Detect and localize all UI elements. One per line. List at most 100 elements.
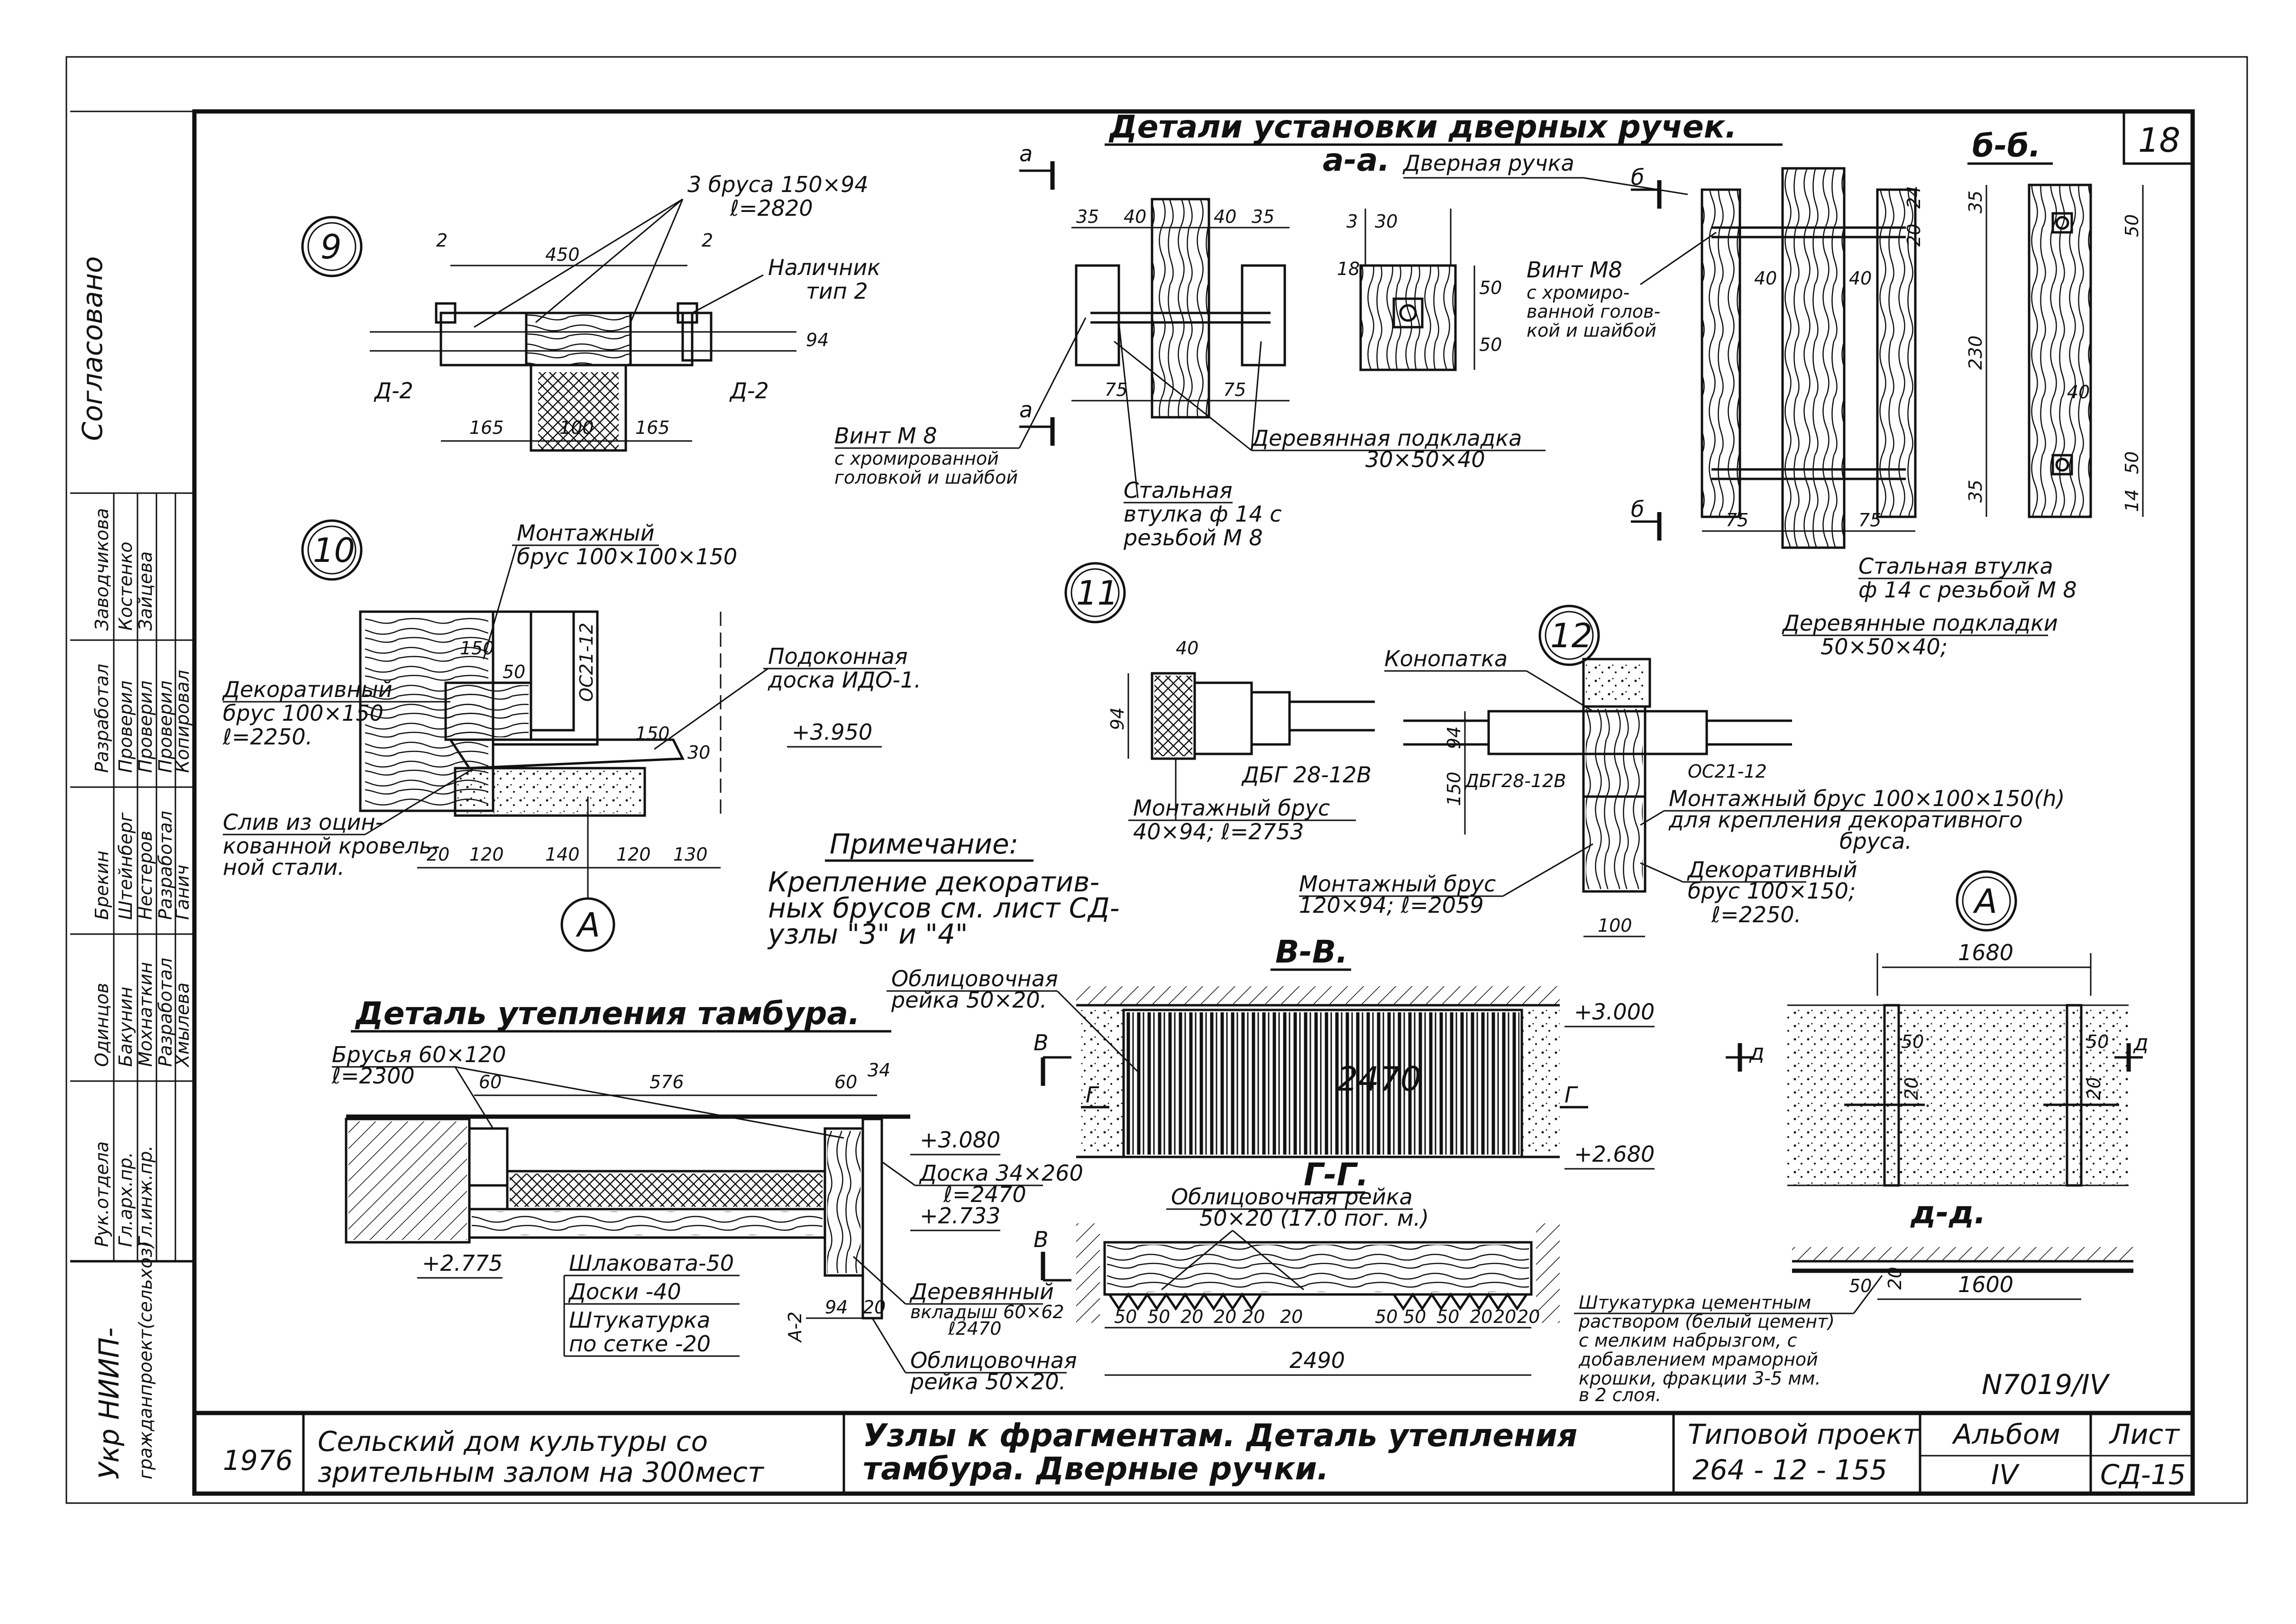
detail-10-deco-bar: Декоративный bbox=[222, 677, 393, 702]
section-bb-screw-note1: с хромиро- bbox=[1527, 282, 1629, 303]
side-row-4c: Копировал bbox=[172, 670, 193, 773]
detail-11-id: 11 bbox=[1076, 574, 1118, 613]
detail-11-dim-40: 40 bbox=[1176, 638, 1198, 659]
section-bb-title: б-б. bbox=[1972, 128, 2041, 164]
tambour-dim-94: 94 bbox=[825, 1297, 848, 1318]
section-bb-dim-75b: 75 bbox=[1858, 510, 1881, 531]
section-gg-dim-10: 20 bbox=[1493, 1306, 1516, 1327]
section-vv-level-1: +3.000 bbox=[1574, 999, 1655, 1025]
section-aa-pad: Деревянная подкладка bbox=[1251, 425, 1522, 451]
section-dd-title: д-д. bbox=[1910, 1194, 1986, 1231]
project-id: N7019/IV bbox=[1982, 1368, 2111, 1401]
note-title: Примечание: bbox=[830, 828, 1018, 860]
side-row-2a: Брекин bbox=[91, 851, 112, 920]
tambour-dim-60b: 60 bbox=[834, 1072, 857, 1092]
detail-10-drip1: Слив из оцин- bbox=[223, 809, 383, 835]
sheet-number-box: 18 bbox=[2122, 110, 2194, 165]
detail-a-width: 1680 bbox=[1958, 940, 2013, 965]
section-aa-handle: Дверная ручка bbox=[1402, 150, 1574, 176]
section-dd-width: 1600 bbox=[1958, 1272, 2013, 1297]
section-aa-dim-3: 3 bbox=[1346, 211, 1358, 232]
title-object-1: Сельский дом культуры со bbox=[318, 1425, 708, 1458]
section-bb-dim-40c: 40 bbox=[2067, 382, 2090, 403]
side-row-3b: Разработал bbox=[155, 811, 176, 920]
detail-10-dim-20: 20 bbox=[427, 844, 449, 865]
side-row-1c: Мохнаткин bbox=[135, 962, 156, 1067]
detail-10-id: 10 bbox=[313, 531, 355, 570]
section-gg-dim-9: 20 bbox=[1470, 1306, 1492, 1327]
note-line3: узлы "3" и "4" bbox=[767, 918, 968, 950]
title-sheet-num: СД-15 bbox=[2100, 1459, 2186, 1491]
side-row-1b: Бакунин bbox=[115, 987, 136, 1067]
section-bb-screw-note2: ванной голов- bbox=[1527, 301, 1660, 322]
side-row-2c: Нестеров bbox=[135, 831, 156, 920]
section-bb-dim-24: 24 bbox=[1903, 186, 1924, 209]
detail-9-id: 9 bbox=[320, 228, 342, 266]
detail-12-mount-bar: Монтажный брус 100×100×150(h) bbox=[1669, 786, 2065, 811]
section-aa: а а 35 40 40 35 75 75 а-а. Дверная ручка… bbox=[834, 141, 1688, 551]
section-gg-dim-6: 50 bbox=[1375, 1306, 1398, 1327]
tambour-dim-20: 20 bbox=[863, 1297, 886, 1318]
side-row-1a: Одинцов bbox=[91, 983, 112, 1067]
section-gg: Г-Г. Облицовочная рейка 50×20 (17.0 пог.… bbox=[1076, 1156, 1560, 1376]
detail-10-mount-bar-size: брус 100×100×150 bbox=[517, 544, 737, 569]
detail-a-dim-50b: 50 bbox=[2086, 1031, 2109, 1052]
title-desc-1: Узлы к фрагментам. Деталь утепления bbox=[863, 1417, 1577, 1454]
outer-frame bbox=[65, 56, 2248, 1504]
section-vv-gg-right: Г bbox=[1564, 1082, 1578, 1108]
section-aa-dim-35b: 35 bbox=[1252, 206, 1274, 227]
tambour-level-1: +3.080 bbox=[920, 1127, 1000, 1153]
section-dd-plaster-6: в 2 слоя. bbox=[1579, 1385, 1661, 1405]
detail-9-dim-2a: 2 bbox=[436, 230, 448, 251]
detail-a-id: А bbox=[1973, 882, 1997, 921]
title-proj-num: 264 - 12 - 155 bbox=[1692, 1454, 1887, 1486]
note-line2: ных брусов см. лист СД- bbox=[768, 892, 1120, 924]
detail-a-dim-50a: 50 bbox=[1901, 1031, 1924, 1052]
section-gg-dim-8: 50 bbox=[1436, 1306, 1459, 1327]
detail-11: 11 40 94 ДБГ 28-12В Монтажный брус 40×94… bbox=[1064, 562, 1375, 844]
title-object-2: зрительным залом на 300мест bbox=[318, 1456, 765, 1488]
tambour-dim-34: 34 bbox=[868, 1060, 890, 1081]
section-aa-dim-50a: 50 bbox=[1479, 277, 1502, 298]
section-bb-dim-50a: 50 bbox=[2122, 214, 2142, 237]
detail-a-mark-left: д bbox=[1749, 1039, 1765, 1065]
detail-9-casing-type: тип 2 bbox=[806, 278, 868, 304]
detail-12-dim-94: 94 bbox=[1444, 726, 1464, 749]
agreed-label: Согласовано bbox=[76, 256, 109, 441]
detail-12-window: ОС21-12 bbox=[1688, 761, 1767, 782]
detail-12-mount-bar-note2: бруса. bbox=[1839, 828, 1912, 854]
section-gg-dim-1: 50 bbox=[1147, 1306, 1170, 1327]
section-bb-pads: Деревянные подкладки bbox=[1782, 610, 2058, 636]
tambour-insert-len: ℓ2470 bbox=[948, 1318, 1001, 1339]
detail-11-dim-94: 94 bbox=[1107, 707, 1128, 730]
section-bb-dim-35b: 35 bbox=[1965, 480, 1986, 503]
detail-9-bars: 3 бруса 150×94 bbox=[687, 172, 869, 197]
side-row-6c: Зайцева bbox=[135, 551, 156, 631]
title-proj-label: Типовой проект bbox=[1688, 1418, 1920, 1450]
section-bb-screw: Винт М8 bbox=[1527, 257, 1622, 283]
section-dd-dim-20: 20 bbox=[1884, 1267, 1905, 1290]
detail-9-dim-100: 100 bbox=[559, 417, 594, 438]
tambour-sect: А-2 bbox=[785, 1312, 805, 1343]
detail-10-mount-bar: Монтажный bbox=[517, 520, 655, 546]
detail-10-window: ОС21-12 bbox=[576, 623, 597, 702]
section-gg-dim-0: 50 bbox=[1114, 1306, 1137, 1327]
detail-9-d2: Д-2 bbox=[729, 378, 769, 404]
section-vv: В-В. Облицовочная рейка 50×20. 2470 +3.0… bbox=[887, 934, 1655, 1282]
side-stamp: Согласовано Рук.отдела Гл.арх.пр. Гл.инж… bbox=[70, 110, 194, 1479]
sheet-number: 18 bbox=[2138, 121, 2180, 160]
tambour-detail: Деталь утепления тамбура. Брусья 60×120 … bbox=[331, 995, 1083, 1395]
section-bb-dim-75a: 75 bbox=[1726, 510, 1748, 531]
section-bb-mark-top: б bbox=[1631, 165, 1644, 190]
tambour-level-2: +2.733 bbox=[920, 1203, 1000, 1229]
org-line-2: гражданпроект(сельхоз) bbox=[135, 1241, 156, 1479]
detail-12-bar: Монтажный брус bbox=[1299, 871, 1496, 897]
detail-10-deco-bar-len: ℓ=2250. bbox=[222, 724, 312, 750]
section-bb-mark-bottom: б bbox=[1631, 496, 1644, 522]
section-bb-dim-14: 14 bbox=[2122, 489, 2142, 512]
section-aa-mark-bottom: а bbox=[1019, 397, 1033, 422]
section-dd-plaster-4: добавлением мраморной bbox=[1578, 1349, 1818, 1370]
detail-9-bars-len: ℓ=2820 bbox=[730, 195, 813, 221]
section-bb: б б 75 75 40 40 24 20 Винт М8 с хромиро-… bbox=[1527, 128, 2144, 660]
